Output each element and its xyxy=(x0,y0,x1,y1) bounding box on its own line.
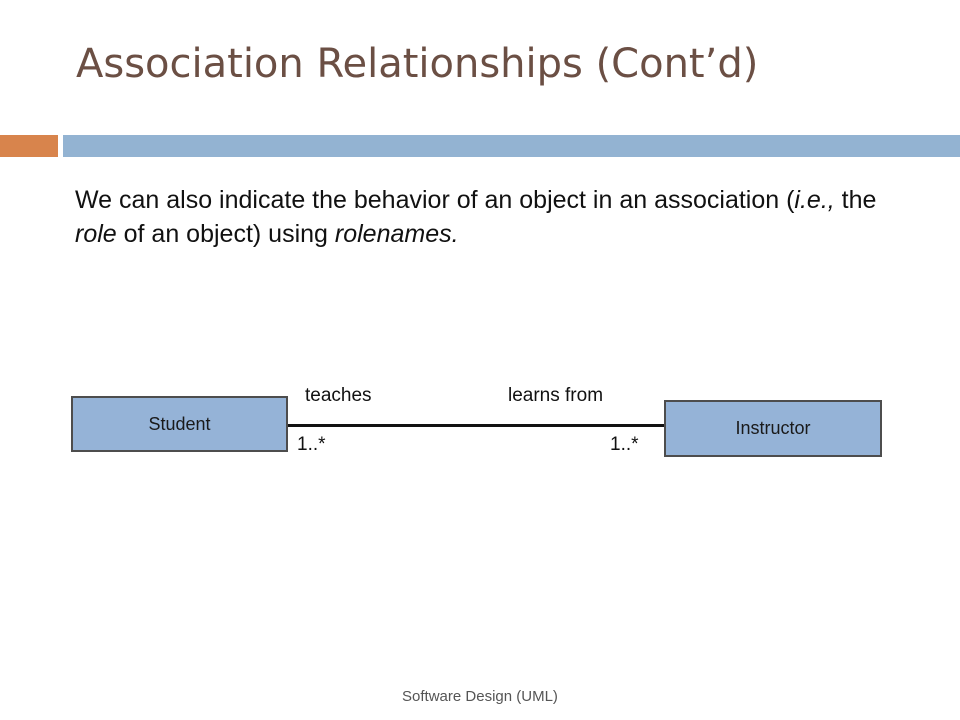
instructor-class-name: Instructor xyxy=(735,418,811,438)
accent-bar xyxy=(0,135,58,157)
body-italic-role: role xyxy=(75,220,117,248)
multiplicity-right: 1..* xyxy=(610,434,639,455)
association-line xyxy=(288,424,664,427)
body-paragraph: We can also indicate the behavior of an … xyxy=(75,183,895,251)
rolename-teaches: teaches xyxy=(305,385,372,406)
multiplicity-left: 1..* xyxy=(297,434,326,455)
body-italic-rolenames: rolenames. xyxy=(334,220,459,248)
body-text-part: of an object) using xyxy=(116,220,335,248)
instructor-class-box: Instructor xyxy=(664,400,882,457)
slide-footer: Software Design (UML) xyxy=(402,688,558,705)
body-text-part: the xyxy=(834,186,877,214)
student-class-box: Student xyxy=(71,396,288,452)
rolename-learns-from: learns from xyxy=(508,385,604,406)
slide-title: Association Relationships (Cont’d) xyxy=(76,41,759,87)
title-underline-bar xyxy=(63,135,960,157)
body-text-part: We can also indicate the behavior of an … xyxy=(75,186,795,214)
body-italic-ie: i.e., xyxy=(794,186,835,214)
student-class-name: Student xyxy=(148,413,211,434)
